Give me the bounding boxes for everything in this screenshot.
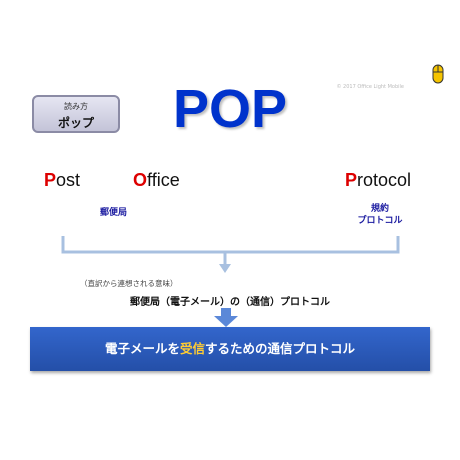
literal-meaning-note: （直訳から連想される意味） <box>80 279 178 288</box>
initial-p-post: P <box>44 170 57 190</box>
sub-label-protocol-line1: 規約 <box>370 204 389 214</box>
banner-prefix: 電子メールを <box>104 341 180 356</box>
word-post: Post <box>44 170 80 191</box>
initial-p-protocol: P <box>345 170 358 190</box>
banner-highlight: 受信 <box>179 341 205 356</box>
down-arrow-icon <box>214 308 238 327</box>
word-office: Office <box>133 170 180 191</box>
word-office-rest: ffice <box>147 170 180 190</box>
word-protocol: Protocol <box>345 170 411 191</box>
word-protocol-rest: rotocol <box>357 170 412 190</box>
banner-suffix: するための通信プロトコル <box>205 341 356 356</box>
sub-label-protocol: 規約 プロトコル <box>355 203 405 227</box>
literal-meaning: 郵便局（電子メール）の（通信）プロトコル <box>130 297 330 308</box>
initial-o-office: O <box>133 170 148 190</box>
sub-label-protocol-line2: プロトコル <box>357 216 403 227</box>
mouse-icon <box>432 64 444 84</box>
word-post-rest: ost <box>56 170 81 190</box>
page-title: POP <box>172 79 288 139</box>
sub-label-post: 郵便局 <box>100 208 128 218</box>
reading-value: ポップ <box>57 116 94 130</box>
reading-badge: 読み方 ポップ <box>32 95 120 133</box>
copyright-text: © 2017 Office Light Mobile <box>336 84 404 90</box>
reading-caption: 読み方 <box>64 102 88 111</box>
definition-banner: 電子メールを受信するための通信プロトコル <box>30 327 430 371</box>
